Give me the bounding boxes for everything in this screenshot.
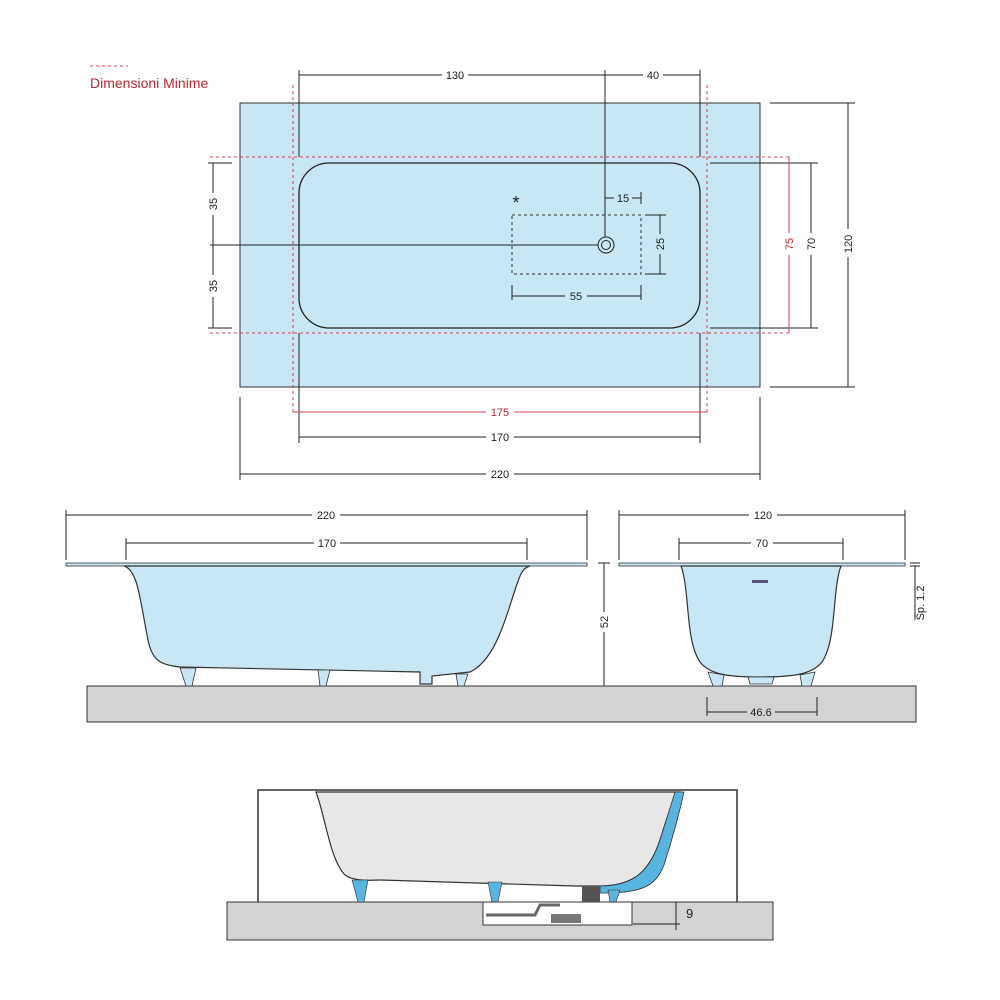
side-dim-220: 220 [317,510,335,522]
dim-120: 120 [843,235,855,253]
top-view: 130 40 * 15 25 55 35 35 75 70 120 [206,68,855,481]
overflow-icon [752,580,768,583]
dim-75-min: 75 [784,238,796,250]
end-dim-70: 70 [756,538,768,550]
dim-35-bottom: 35 [208,280,220,292]
dim-130: 130 [446,70,464,82]
side-dim-170: 170 [318,538,336,550]
dim-220: 220 [491,469,509,481]
dim-35-top: 35 [208,198,220,210]
drain-zone [511,214,642,275]
drain-icon [597,236,615,254]
drain-pipe [486,903,560,917]
dim-15: 15 [617,193,629,205]
tub-side-profile [123,565,531,685]
legend-label: Dimensioni Minime [90,75,208,91]
floor-recess [482,901,633,926]
tub-feet [179,667,469,687]
floor [86,685,917,723]
section-view: 9 [226,789,774,941]
dim-175-min: 175 [491,407,509,419]
thickness-label: Sp. 1.2 [915,586,927,621]
end-dim-120: 120 [754,510,772,522]
dim-55: 55 [570,291,582,303]
enclosure-frame [257,789,738,902]
dim-52: 52 [599,616,611,628]
star-note: * [512,193,519,213]
dim-46-6: 46.6 [750,707,771,719]
dim-9: 9 [686,906,693,921]
side-view: 220 170 52 [65,508,917,723]
dim-70: 70 [806,238,818,250]
dim-40: 40 [647,70,659,82]
dim-170: 170 [491,432,509,444]
end-view: 120 70 Sp. 1.2 46.6 [618,508,927,719]
tub-section [315,791,682,887]
drain-valve-icon [582,886,600,902]
dim-25: 25 [655,238,667,250]
